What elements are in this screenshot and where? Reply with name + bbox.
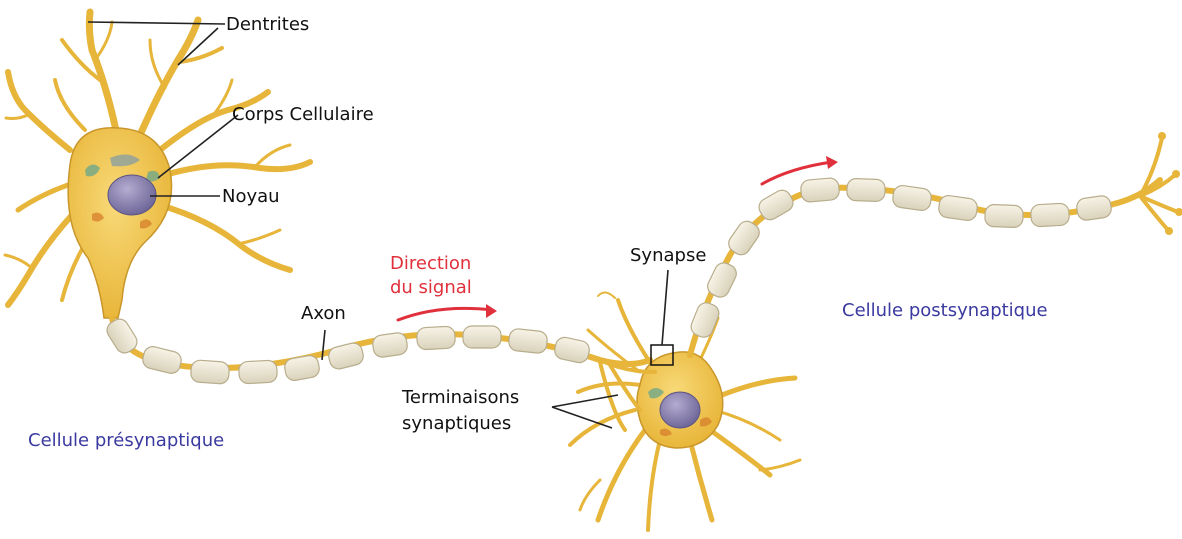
terminaisons-leader [552, 395, 618, 428]
presynaptic-nucleus [108, 175, 156, 215]
postsynaptic-nucleus [660, 392, 700, 428]
direction-label-line1: Direction [390, 253, 471, 275]
axon-label: Axon [301, 303, 346, 325]
synapse-label: Synapse [630, 245, 706, 267]
terminaisons-label-line1: Terminaisons [402, 387, 519, 409]
direction-label-line2: du signal [390, 277, 472, 299]
corps-cellulaire-label: Corps Cellulaire [232, 104, 374, 126]
postsynaptic-caption: Cellule postsynaptique [842, 300, 1048, 322]
dentrites-label: Dentrites [226, 14, 309, 36]
dentrites-leader [88, 22, 225, 65]
presynaptic-caption: Cellule présynaptique [28, 430, 224, 452]
synapse-leader [662, 270, 668, 345]
noyau-label: Noyau [222, 186, 280, 208]
myelin-sheaths-axon [104, 316, 591, 385]
postsynaptic-neuron [570, 292, 800, 530]
presynaptic-neuron [5, 12, 310, 318]
signal-arrow-1 [398, 308, 492, 320]
presynaptic-axon [104, 316, 650, 385]
terminaisons-label-line2: synaptiques [402, 413, 511, 435]
